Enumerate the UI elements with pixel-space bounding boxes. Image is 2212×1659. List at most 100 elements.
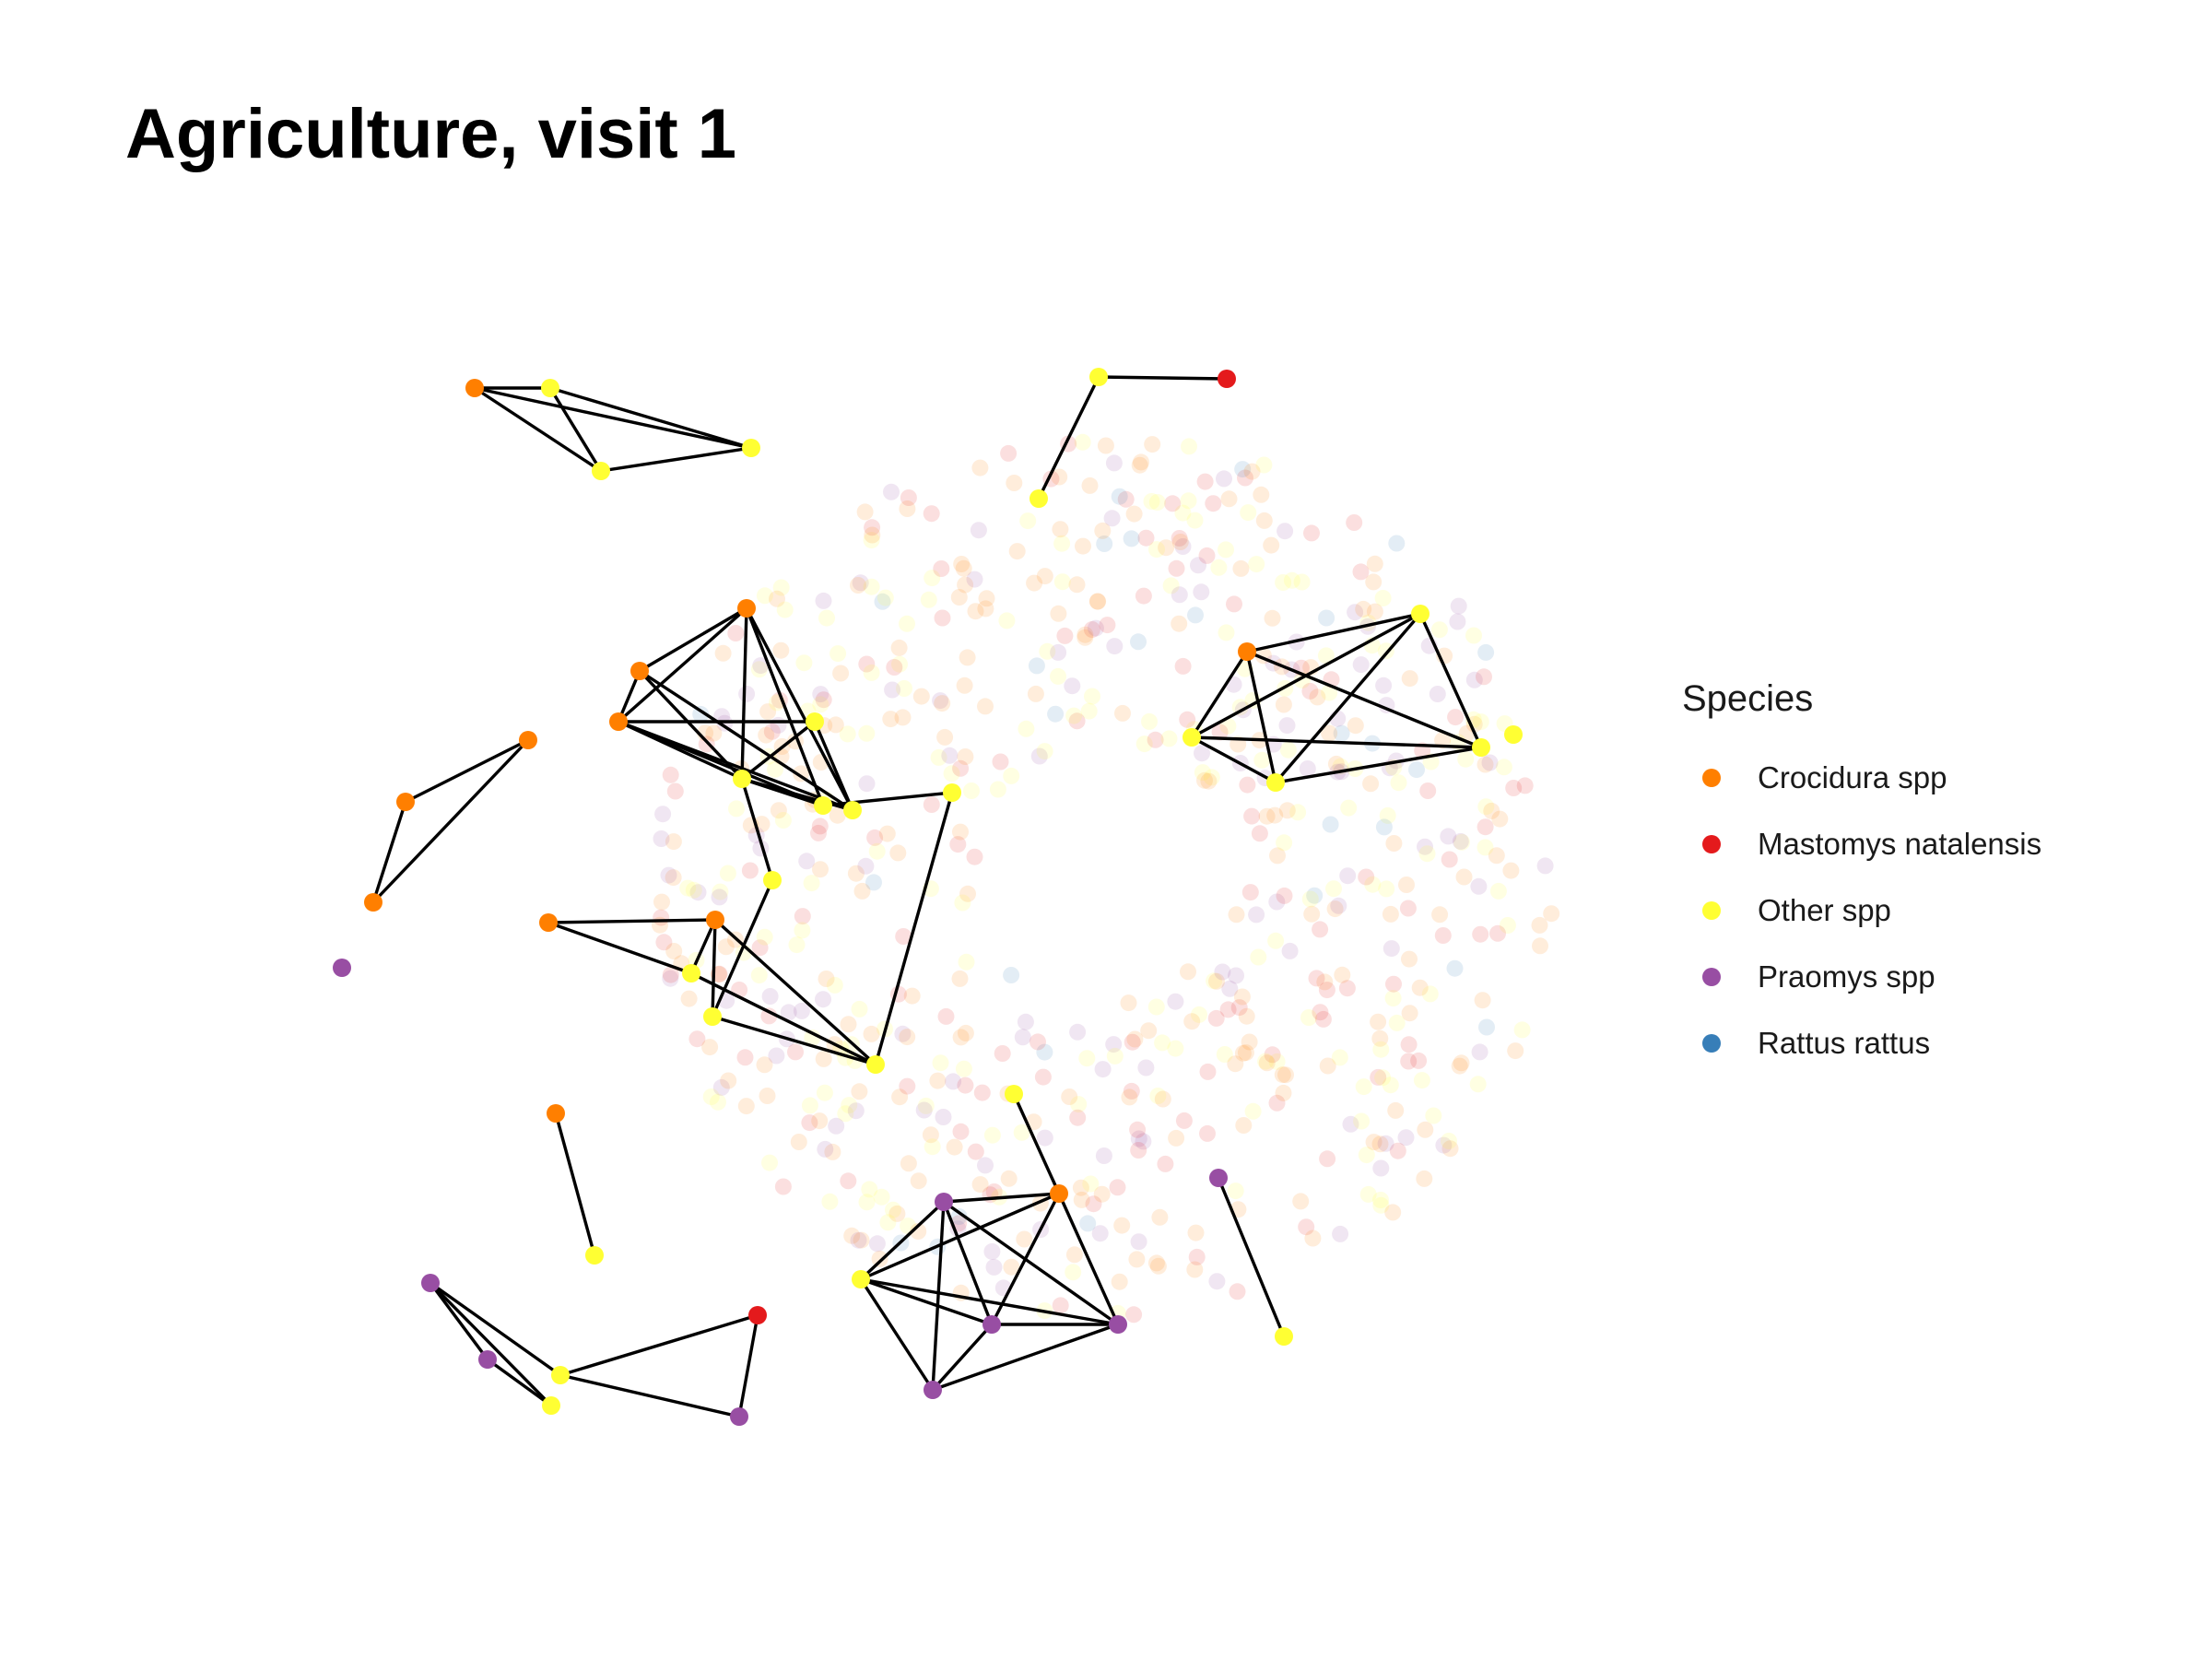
network-node bbox=[547, 1104, 565, 1123]
background-node bbox=[1277, 1066, 1294, 1084]
background-node bbox=[772, 579, 790, 596]
background-node bbox=[1050, 643, 1067, 661]
background-node bbox=[1516, 777, 1534, 794]
background-node bbox=[837, 1105, 854, 1123]
background-node bbox=[1258, 1054, 1276, 1072]
background-node bbox=[983, 1126, 1001, 1144]
background-node bbox=[653, 830, 670, 847]
background-node bbox=[1230, 999, 1248, 1017]
background-node bbox=[1470, 877, 1488, 895]
background-node bbox=[957, 1077, 974, 1094]
background-node bbox=[1469, 1076, 1487, 1093]
background-node bbox=[1183, 1013, 1201, 1030]
background-node bbox=[998, 612, 1016, 629]
background-node bbox=[770, 716, 787, 734]
background-node bbox=[978, 590, 995, 607]
background-node bbox=[1276, 834, 1293, 852]
background-node bbox=[1028, 657, 1045, 675]
background-node bbox=[1435, 1136, 1453, 1154]
legend-title: Species bbox=[1682, 678, 1814, 719]
background-node bbox=[888, 1205, 906, 1222]
background-node bbox=[1130, 1142, 1147, 1159]
background-node bbox=[1186, 512, 1204, 529]
background-node bbox=[1451, 1057, 1468, 1075]
network-edge bbox=[474, 386, 602, 473]
background-node bbox=[840, 1016, 857, 1033]
background-node bbox=[1089, 593, 1107, 610]
background-node bbox=[1121, 1088, 1138, 1106]
background-node bbox=[810, 824, 827, 841]
network-node bbox=[982, 1315, 1001, 1334]
background-node bbox=[665, 869, 682, 887]
background-node bbox=[891, 655, 908, 673]
background-node bbox=[1342, 1115, 1359, 1133]
background-node bbox=[900, 1155, 917, 1172]
background-node bbox=[790, 1134, 807, 1150]
background-node bbox=[829, 806, 846, 824]
background-node bbox=[750, 661, 768, 678]
network-edge bbox=[1190, 651, 1249, 738]
background-node bbox=[956, 677, 973, 694]
background-node bbox=[935, 1109, 952, 1125]
background-node bbox=[1477, 839, 1494, 856]
network-edge bbox=[737, 1314, 759, 1418]
background-node bbox=[763, 723, 781, 740]
background-node bbox=[949, 836, 967, 853]
network-edge bbox=[931, 1323, 994, 1392]
background-node bbox=[957, 1024, 974, 1041]
background-node bbox=[1267, 932, 1285, 949]
background-node bbox=[827, 716, 844, 734]
background-node bbox=[1425, 1107, 1442, 1124]
background-node bbox=[815, 592, 832, 609]
background-node bbox=[971, 1176, 989, 1194]
legend-label: Mastomys natalensis bbox=[1758, 827, 2042, 861]
background-node bbox=[1016, 1230, 1033, 1248]
background-node bbox=[1240, 504, 1257, 522]
background-node bbox=[1355, 1078, 1372, 1096]
background-node bbox=[1371, 1030, 1389, 1047]
background-node bbox=[666, 782, 684, 800]
network-node bbox=[465, 379, 484, 397]
background-node bbox=[1370, 1068, 1387, 1086]
network-edge bbox=[711, 919, 717, 1018]
background-node bbox=[1126, 1030, 1144, 1048]
background-node bbox=[1099, 617, 1116, 634]
background-node bbox=[932, 1054, 949, 1072]
background-node bbox=[891, 1088, 909, 1106]
background-node bbox=[811, 1112, 829, 1130]
background-node bbox=[1206, 972, 1223, 990]
background-node bbox=[1137, 529, 1155, 547]
background-node bbox=[1120, 994, 1137, 1012]
background-node bbox=[1137, 1059, 1155, 1077]
background-node bbox=[1347, 604, 1364, 621]
background-node bbox=[912, 688, 930, 705]
background-node bbox=[794, 922, 811, 939]
background-node bbox=[1147, 731, 1164, 748]
background-node bbox=[1531, 916, 1548, 934]
plot-title: Agriculture, visit 1 bbox=[125, 95, 737, 173]
background-node bbox=[1174, 504, 1192, 522]
background-node bbox=[750, 967, 768, 984]
background-node bbox=[894, 709, 912, 726]
background-node bbox=[1293, 573, 1311, 591]
background-node bbox=[930, 748, 947, 766]
background-node bbox=[1278, 717, 1296, 735]
background-node bbox=[1331, 1049, 1348, 1066]
background-node bbox=[818, 609, 835, 627]
background-node bbox=[899, 1029, 916, 1046]
background-node bbox=[1453, 833, 1470, 851]
network-node bbox=[542, 1396, 560, 1415]
background-node bbox=[1194, 764, 1211, 782]
background-node bbox=[698, 735, 715, 753]
background-node bbox=[967, 1143, 984, 1160]
background-node bbox=[1080, 702, 1098, 720]
background-node bbox=[1268, 1053, 1286, 1070]
background-node bbox=[923, 796, 940, 813]
network-edge bbox=[931, 1201, 946, 1391]
network-edge bbox=[859, 1200, 946, 1281]
background-node bbox=[1275, 1084, 1292, 1101]
background-nodes bbox=[652, 433, 1560, 1324]
background-node bbox=[936, 728, 954, 746]
background-node bbox=[1366, 603, 1383, 620]
background-node bbox=[1378, 880, 1395, 898]
